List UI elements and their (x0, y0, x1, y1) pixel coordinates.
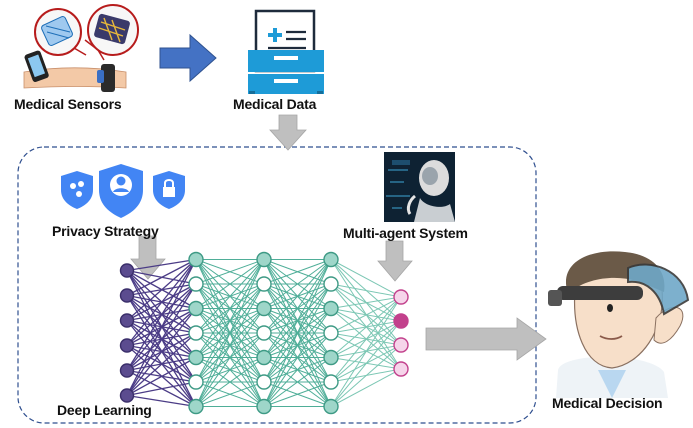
network-edge (195, 381, 265, 407)
network-edge (263, 381, 332, 407)
hidden-node (323, 276, 339, 292)
network-edge (330, 368, 402, 407)
network-edge (126, 283, 197, 396)
network-edge (195, 259, 265, 285)
network-edge (126, 258, 197, 297)
network-edge (330, 296, 402, 407)
network-edge (126, 259, 197, 371)
hidden-node (323, 398, 339, 415)
network-edge (263, 259, 332, 358)
network-edge (126, 308, 197, 396)
sensors-to-data-arrow (159, 33, 217, 83)
network-edge (330, 283, 402, 298)
output-node (393, 337, 409, 353)
hidden-node (323, 374, 339, 390)
input-node (119, 338, 135, 353)
input-node (119, 363, 135, 378)
network-edge (126, 258, 197, 272)
network-edge (126, 332, 197, 396)
network-edge (330, 296, 402, 383)
input-node (119, 263, 135, 278)
label-medical-data: Medical Data (233, 96, 317, 112)
network-edge (263, 259, 332, 334)
network-edge (126, 356, 197, 397)
hidden-node (256, 398, 272, 415)
network-edge (263, 283, 332, 407)
network-edge (195, 357, 265, 407)
network-edge (263, 259, 332, 383)
input-node (119, 388, 135, 403)
armband-sensor-icon (23, 4, 139, 92)
hidden-node (188, 374, 204, 390)
network-edge (126, 259, 197, 396)
label-medical-decision: Medical Decision (552, 395, 663, 411)
network-edge (330, 296, 402, 334)
multiagent-to-network-arrow (377, 240, 413, 282)
network-edge (330, 259, 402, 298)
network-edge (195, 259, 265, 383)
hidden-node (256, 251, 272, 268)
data-cabinet-icon (248, 9, 324, 94)
hidden-node (323, 300, 339, 317)
network-edge (195, 332, 265, 407)
network-edge (263, 332, 332, 407)
shield-icon (61, 171, 93, 209)
network-edge (195, 259, 265, 309)
hidden-node (256, 300, 272, 317)
data-to-system-arrow (269, 114, 307, 151)
network-edge (263, 259, 332, 285)
doctor-headset-icon (548, 251, 690, 398)
hidden-node (188, 251, 204, 268)
network-nodes (119, 251, 409, 415)
label-medical-sensors: Medical Sensors (14, 96, 122, 112)
network-edge (263, 308, 332, 407)
network-edge (195, 283, 265, 407)
network-edge (126, 394, 197, 408)
hidden-node (323, 325, 339, 341)
network-edge (330, 344, 402, 407)
network-edge (263, 259, 332, 309)
hidden-node (188, 300, 204, 317)
hidden-node (256, 349, 272, 366)
network-edge (195, 259, 265, 334)
hidden-node (188, 276, 204, 292)
network-edge (330, 320, 402, 407)
hidden-node (323, 251, 339, 268)
lock-shield-icon (153, 171, 185, 209)
dashed-container (17, 146, 537, 424)
output-node (393, 313, 409, 329)
user-shield-icon (99, 164, 143, 218)
network-edge (263, 357, 332, 407)
hidden-node (256, 374, 272, 390)
network-to-decision-arrow (425, 317, 547, 361)
network-edge (126, 259, 197, 321)
output-node (393, 289, 409, 305)
hidden-node (256, 276, 272, 292)
network-edge (126, 381, 197, 397)
input-node (119, 313, 135, 328)
network-edge (263, 259, 332, 407)
robot-icon (384, 152, 455, 222)
hidden-node (188, 398, 204, 415)
network-edge (195, 308, 265, 407)
label-multi-agent-system: Multi-agent System (343, 225, 468, 241)
network-edge (330, 296, 402, 309)
network-edge (330, 296, 402, 358)
network-edges (126, 258, 402, 408)
label-privacy-strategy: Privacy Strategy (52, 223, 159, 239)
network-edge (195, 259, 265, 407)
input-node (119, 288, 135, 303)
label-deep-learning: Deep Learning (57, 402, 152, 418)
hidden-node (256, 325, 272, 341)
hidden-node (188, 325, 204, 341)
network-edge (126, 259, 197, 346)
network-edge (195, 259, 265, 358)
hidden-node (188, 349, 204, 366)
hidden-node (323, 349, 339, 366)
output-node (393, 361, 409, 377)
